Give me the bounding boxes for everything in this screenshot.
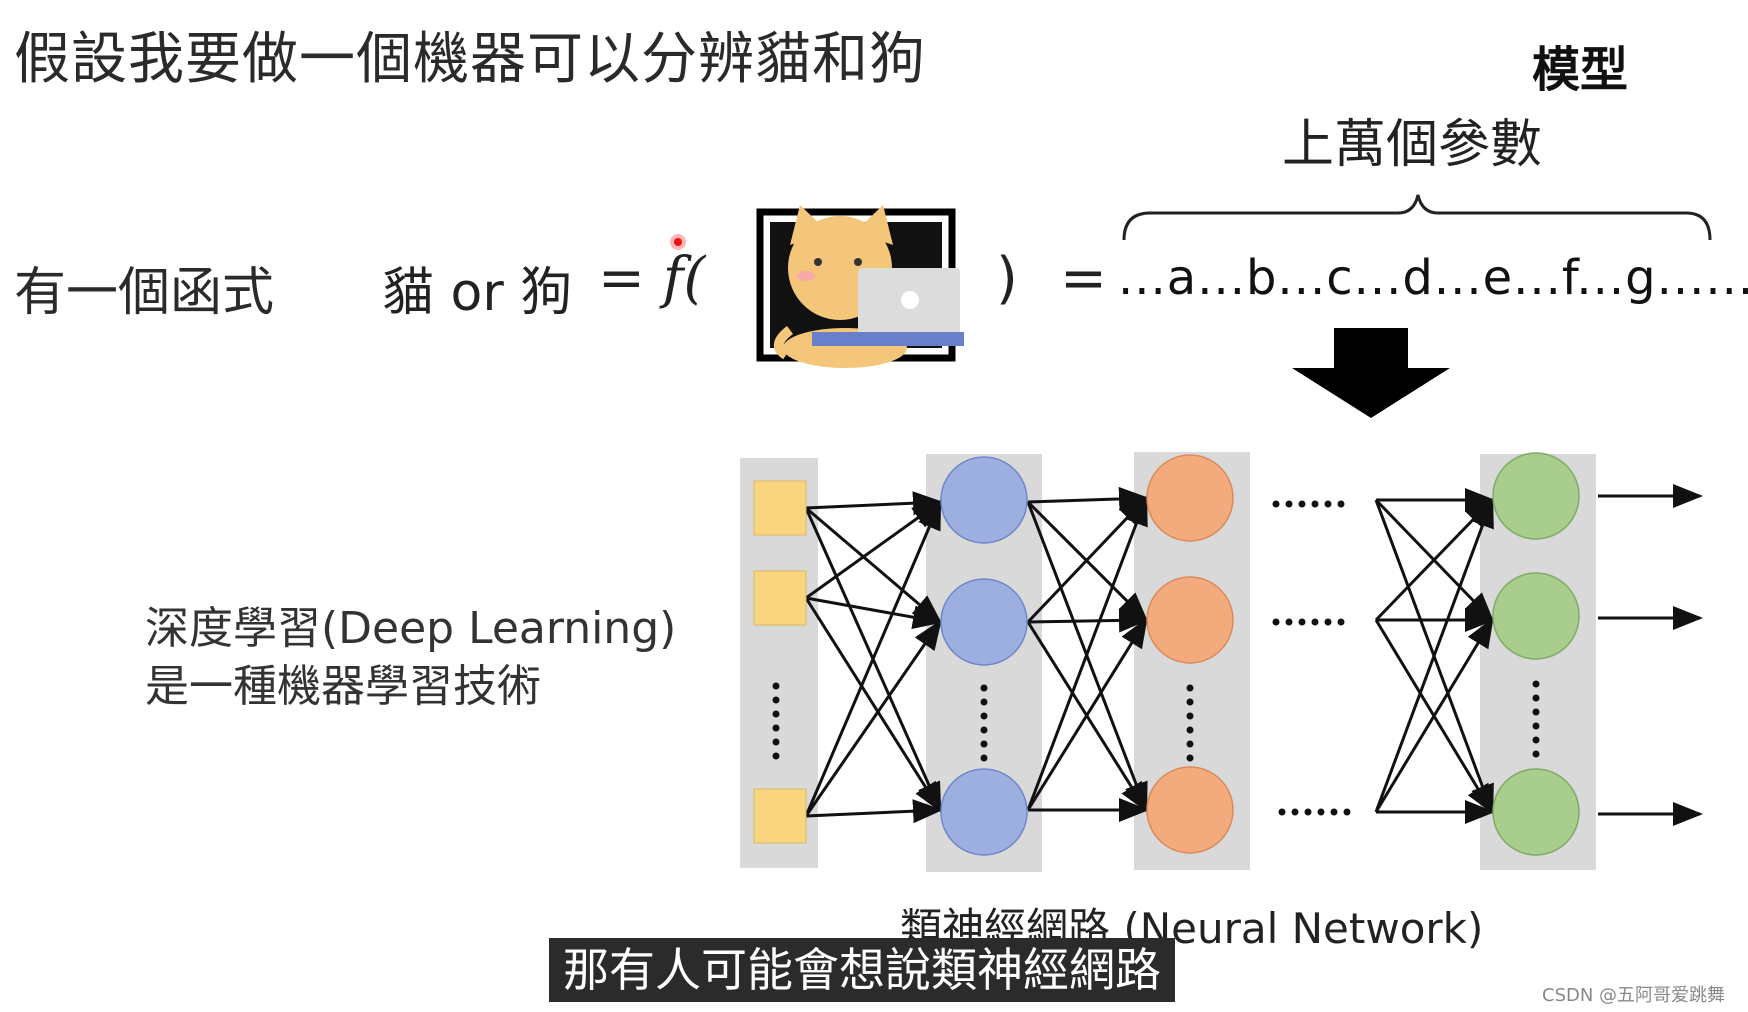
cat-laptop-image: [756, 205, 964, 368]
network-connections: [804, 484, 1703, 826]
neuron: [1146, 766, 1234, 854]
cat-or-dog-label: 貓 or 狗: [382, 263, 573, 323]
equals-sign: =: [1060, 246, 1107, 311]
params-brace: [1122, 194, 1712, 241]
equals-function-label: = f(: [598, 246, 706, 311]
deep-learning-line2: 是一種機器學習技術: [145, 661, 541, 712]
neuron: [1492, 452, 1580, 540]
function-label: 有一個函式: [14, 263, 275, 323]
pointer-dot: [670, 234, 686, 250]
video-subtitle: 那有人可能會想說類神經網路: [549, 938, 1175, 1002]
input-nodes: [753, 480, 807, 844]
down-arrow: [1292, 328, 1450, 418]
slide-title: 假設我要做一個機器可以分辨貓和狗: [14, 27, 926, 92]
input-node: [753, 570, 807, 626]
neuron: [1492, 572, 1580, 660]
input-node: [753, 480, 807, 536]
watermark: CSDN @五阿哥爱跳舞: [1542, 985, 1726, 1006]
neuron: [940, 456, 1028, 544]
horizontal-ellipsis: [1272, 500, 1351, 816]
neuron: [1492, 768, 1580, 856]
input-node: [753, 788, 807, 844]
vertical-ellipsis: [772, 680, 1540, 762]
hidden-layer-2-nodes: [1146, 454, 1234, 854]
parameter-sequence: ...a...b...c...d...e...f...g......: [1118, 250, 1748, 306]
hidden-layer-1-nodes: [940, 456, 1028, 856]
neuron: [1146, 576, 1234, 664]
neuron: [1146, 454, 1234, 542]
deep-learning-line1: 深度學習(Deep Learning): [145, 603, 677, 654]
close-paren: ): [996, 246, 1018, 311]
neuron: [940, 768, 1028, 856]
output-layer-nodes: [1492, 452, 1580, 856]
model-label: 模型: [1532, 42, 1629, 98]
params-label: 上萬個參數: [1282, 115, 1543, 175]
neuron: [940, 578, 1028, 666]
